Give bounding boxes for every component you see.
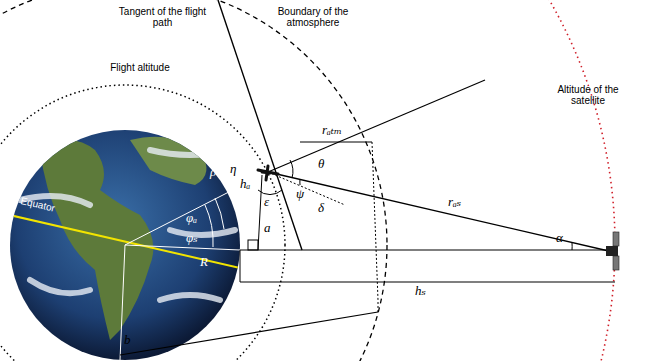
callout-text: Flight altitude xyxy=(110,62,170,73)
angle-symbol: ρ xyxy=(210,166,216,178)
distance-symbol: rₐₜₘ xyxy=(322,124,342,136)
angle-symbol: φₛ xyxy=(186,232,198,244)
angle-symbol: η xyxy=(230,163,236,175)
distance-symbol: b xyxy=(124,334,131,346)
radius-symbol: R xyxy=(200,256,208,268)
angle-symbol: α xyxy=(556,232,563,244)
callout-text: Boundary of the atmosphere xyxy=(268,6,358,28)
angle-symbol: ψ xyxy=(296,188,304,200)
callout-text: Altitude of the satellite xyxy=(548,84,628,106)
distance-symbol: rₐₛ xyxy=(448,196,461,208)
distance-symbol: a xyxy=(264,222,271,234)
distance-symbol: hₛ xyxy=(415,285,426,297)
angle-symbol: θ xyxy=(318,158,324,170)
angle-symbol: ε xyxy=(264,196,269,208)
callout-text: Tangent of the flight path xyxy=(115,6,210,28)
height-symbol: hₐ xyxy=(240,178,250,190)
angle-symbol: φₐ xyxy=(186,212,197,224)
radius-symbol: R xyxy=(200,143,208,155)
angle-symbol: δ xyxy=(318,202,324,214)
